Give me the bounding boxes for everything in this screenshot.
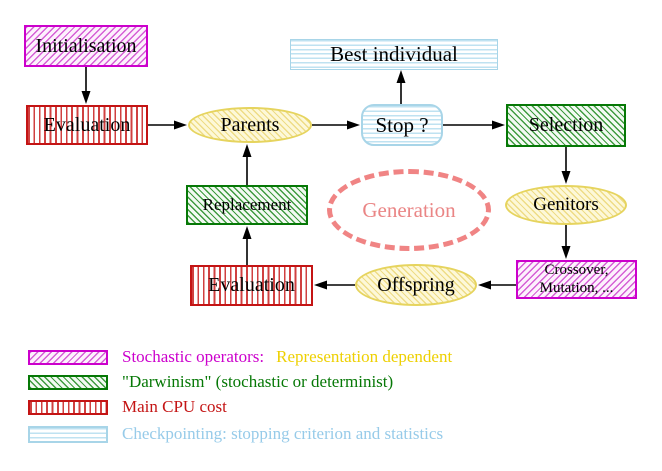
node-best-individual-label: Best individual — [330, 42, 458, 67]
node-parents-label: Parents — [220, 113, 280, 136]
legend-label-darwinism: "Darwinism" (stochastic or determinist) — [122, 372, 394, 391]
magenta-hatch-swatch — [28, 349, 108, 365]
node-offspring-label: Offspring — [377, 273, 455, 296]
node-evaluation-bottom: Evaluation — [190, 265, 313, 306]
legend-label-main-cpu-cost: Main CPU cost — [122, 397, 227, 416]
arrow-evaluation-to-parents — [148, 120, 187, 130]
node-crossover-mutation: Crossover, Mutation, ... — [516, 260, 637, 299]
node-crossover-label: Crossover, — [544, 262, 609, 279]
node-genitors-label: Genitors — [533, 194, 599, 216]
node-selection: Selection — [506, 104, 626, 147]
arrow-stop-to-selection — [443, 120, 505, 130]
node-best-individual: Best individual — [290, 39, 498, 70]
node-initialisation: Initialisation — [24, 25, 148, 67]
blue-stripes-swatch — [28, 425, 108, 443]
node-initialisation-label: Initialisation — [35, 34, 137, 57]
green-hatch-swatch — [28, 374, 108, 390]
node-generation-label: Generation — [362, 197, 456, 222]
arrow-parents-to-stop — [312, 120, 360, 130]
node-stop-label: Stop ? — [375, 112, 429, 137]
arrow-replacement-to-parents — [242, 144, 252, 185]
arrow-initialisation-to-evaluation — [81, 67, 91, 104]
legend-label-representation-dependent: Representation dependent — [276, 347, 453, 366]
legend-row-main-cpu-cost: Main CPU cost — [28, 397, 227, 417]
node-evaluation-bottom-label: Evaluation — [208, 274, 295, 296]
arrow-crossover-to-offspring — [478, 280, 516, 290]
node-evaluation-top-label: Evaluation — [43, 113, 131, 136]
legend-label-checkpointing: Checkpointing: stopping criterion and st… — [122, 424, 444, 443]
legend-row-darwinism: "Darwinism" (stochastic or determinist) — [28, 372, 393, 392]
arrow-genitors-to-crossover — [561, 225, 571, 259]
legend-row-stochastic-operators: Stochastic operators: Representation dep… — [28, 347, 452, 367]
node-replacement-label: Replacement — [202, 195, 292, 215]
node-replacement: Replacement — [186, 185, 308, 225]
legend-row-checkpointing: Checkpointing: stopping criterion and st… — [28, 424, 443, 444]
arrow-selection-to-genitors — [561, 147, 571, 184]
node-offspring: Offspring — [355, 264, 477, 306]
legend-label-stochastic-operators: Stochastic operators: — [122, 347, 265, 366]
red-stripes-swatch — [28, 399, 108, 415]
node-genitors: Genitors — [505, 185, 627, 225]
node-evaluation-top: Evaluation — [26, 105, 148, 145]
node-parents: Parents — [188, 107, 312, 143]
node-mutation-label: Mutation, ... — [539, 279, 614, 296]
node-stop: Stop ? — [361, 104, 443, 146]
arrow-evaluation-to-replacement — [242, 226, 252, 265]
arrow-stop-to-best-individual — [396, 70, 406, 104]
arrow-offspring-to-evaluation — [314, 280, 355, 290]
node-selection-label: Selection — [528, 114, 604, 136]
node-generation: Generation — [327, 169, 491, 251]
